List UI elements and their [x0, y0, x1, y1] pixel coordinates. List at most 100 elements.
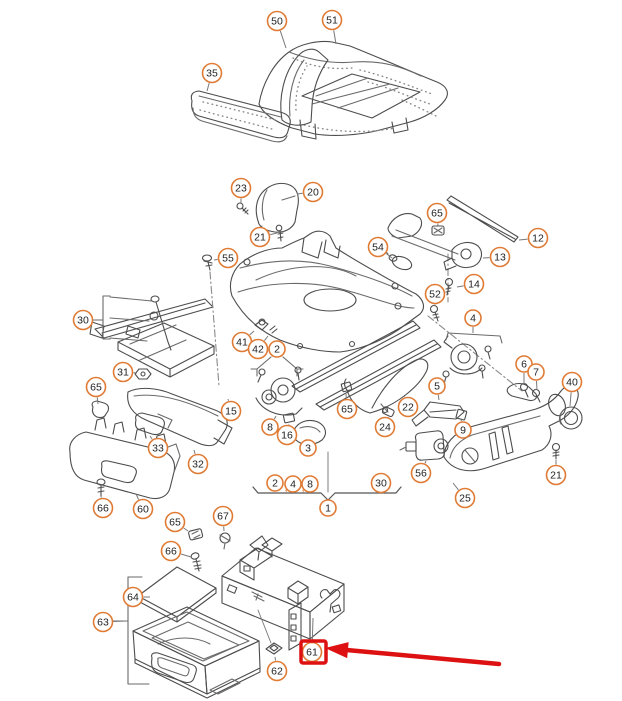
callout-60[interactable]: 60	[132, 498, 154, 520]
callout-ring-8-group[interactable]	[301, 475, 319, 493]
callout-54[interactable]: 54	[367, 236, 389, 258]
callout-50[interactable]: 50	[266, 10, 288, 32]
callout-ring-4-group[interactable]	[284, 475, 302, 493]
callout-ring-7[interactable]	[527, 363, 545, 381]
callout-67[interactable]: 67	[212, 505, 234, 527]
callout-4[interactable]: 4	[464, 309, 482, 327]
callout-ring-24[interactable]	[374, 416, 396, 438]
callout-ring-33[interactable]	[147, 437, 169, 459]
callout-52[interactable]: 52	[424, 283, 446, 305]
callout-6[interactable]: 6	[515, 355, 533, 373]
callout-ring-13[interactable]	[489, 246, 511, 268]
callout-ring-21-top[interactable]	[249, 226, 271, 248]
callout-55[interactable]: 55	[217, 247, 239, 269]
callout-ring-40[interactable]	[561, 371, 583, 393]
callout-20[interactable]: 20	[302, 181, 324, 203]
callout-ring-21-side[interactable]	[545, 464, 567, 486]
callout-ring-63[interactable]	[92, 611, 114, 633]
callout-14[interactable]: 14	[463, 273, 485, 295]
callout-ring-30-group[interactable]	[370, 472, 392, 494]
callout-63[interactable]: 63	[92, 611, 114, 633]
callout-30[interactable]: 30	[72, 309, 94, 331]
callout-ring-16[interactable]	[276, 424, 298, 446]
callout-ring-67[interactable]	[212, 505, 234, 527]
callout-ring-66-panel[interactable]	[92, 497, 114, 519]
callout-32[interactable]: 32	[187, 453, 209, 475]
callout-ring-66-box[interactable]	[160, 540, 182, 562]
callout-9[interactable]: 9	[454, 421, 472, 439]
callout-ring-42[interactable]	[247, 338, 269, 360]
callout-24[interactable]: 24	[374, 416, 396, 438]
callout-65-rail[interactable]: 65	[426, 202, 448, 224]
callout-ring-56[interactable]	[410, 462, 432, 484]
callout-33[interactable]: 33	[147, 437, 169, 459]
callout-ring-32[interactable]	[187, 453, 209, 475]
callout-35[interactable]: 35	[201, 62, 223, 84]
callout-ring-65-box[interactable]	[164, 511, 186, 533]
callout-65-pad[interactable]: 65	[85, 376, 107, 398]
callout-ring-62[interactable]	[266, 660, 288, 682]
callout-5[interactable]: 5	[428, 377, 446, 395]
callout-ring-35[interactable]	[201, 62, 223, 84]
callout-ring-1[interactable]	[319, 499, 337, 517]
callout-61[interactable]: 61	[301, 641, 323, 663]
callout-ring-5[interactable]	[428, 377, 446, 395]
callout-ring-54[interactable]	[367, 236, 389, 258]
callout-21-top[interactable]: 21	[249, 226, 271, 248]
callout-number-52: 52	[429, 289, 441, 301]
callout-22[interactable]: 22	[397, 396, 419, 418]
callout-ring-6[interactable]	[515, 355, 533, 373]
callout-16[interactable]: 16	[276, 424, 298, 446]
callout-56[interactable]: 56	[410, 462, 432, 484]
callout-ring-30[interactable]	[72, 309, 94, 331]
callout-ring-14[interactable]	[463, 273, 485, 295]
callout-ring-8[interactable]	[261, 418, 279, 436]
callout-ring-55[interactable]	[217, 247, 239, 269]
callout-8[interactable]: 8	[261, 418, 279, 436]
callout-64[interactable]: 64	[122, 586, 144, 608]
callout-8-group[interactable]: 8	[301, 475, 319, 493]
callout-ring-20[interactable]	[302, 181, 324, 203]
callout-ring-64[interactable]	[122, 586, 144, 608]
callout-40[interactable]: 40	[561, 371, 583, 393]
callout-ring-23[interactable]	[230, 177, 252, 199]
callout-15[interactable]: 15	[220, 400, 242, 422]
callout-ring-52[interactable]	[424, 283, 446, 305]
callout-66-panel[interactable]: 66	[92, 497, 114, 519]
callout-13[interactable]: 13	[489, 246, 511, 268]
callout-ring-4[interactable]	[464, 309, 482, 327]
callout-4-group[interactable]: 4	[284, 475, 302, 493]
callout-2[interactable]: 2	[268, 340, 286, 358]
callout-30-group[interactable]: 30	[370, 472, 392, 494]
callout-65-cable[interactable]: 65	[336, 398, 358, 420]
callout-65-box[interactable]: 65	[164, 511, 186, 533]
callout-ring-15[interactable]	[220, 400, 242, 422]
callout-ring-65-pad[interactable]	[85, 376, 107, 398]
callout-2-group[interactable]: 2	[266, 474, 284, 492]
callout-ring-22[interactable]	[397, 396, 419, 418]
callout-ring-65-rail[interactable]	[426, 202, 448, 224]
callout-ring-50[interactable]	[266, 10, 288, 32]
callout-ring-65-cable[interactable]	[336, 398, 358, 420]
callout-51[interactable]: 51	[321, 9, 343, 31]
callout-ring-12[interactable]	[527, 227, 549, 249]
callout-7[interactable]: 7	[527, 363, 545, 381]
callout-ring-2[interactable]	[268, 340, 286, 358]
callout-42[interactable]: 42	[247, 338, 269, 360]
callout-ring-31[interactable]	[112, 361, 134, 383]
callout-ring-2-group[interactable]	[266, 474, 284, 492]
callout-23[interactable]: 23	[230, 177, 252, 199]
callout-21-side[interactable]: 21	[545, 464, 567, 486]
callout-12[interactable]: 12	[527, 227, 549, 249]
callout-ring-3[interactable]	[299, 439, 317, 457]
callout-62[interactable]: 62	[266, 660, 288, 682]
callout-1[interactable]: 1	[319, 499, 337, 517]
callout-ring-51[interactable]	[321, 9, 343, 31]
callout-ring-9[interactable]	[454, 421, 472, 439]
callout-3[interactable]: 3	[299, 439, 317, 457]
callout-66-box[interactable]: 66	[160, 540, 182, 562]
callout-ring-25[interactable]	[454, 487, 476, 509]
callout-31[interactable]: 31	[112, 361, 134, 383]
callout-25[interactable]: 25	[454, 487, 476, 509]
callout-ring-60[interactable]	[132, 498, 154, 520]
